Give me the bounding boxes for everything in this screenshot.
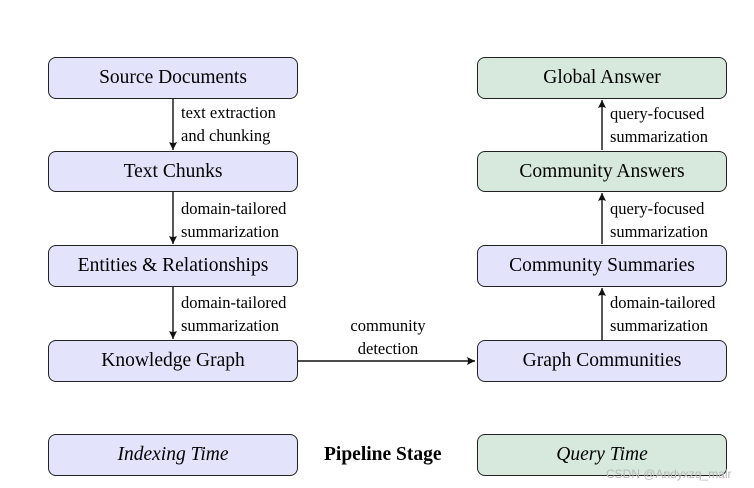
node-knowledge-graph: Knowledge Graph (48, 340, 298, 382)
edge-label-line: community (350, 316, 426, 335)
edge-label-text-extraction: text extraction and chunking (181, 101, 276, 147)
legend-query-time: Query Time (477, 434, 727, 476)
edge-label-line: domain-tailored (610, 293, 716, 312)
node-source-documents: Source Documents (48, 57, 298, 99)
edge-label-line: text extraction (181, 103, 276, 122)
node-community-summaries: Community Summaries (477, 245, 727, 287)
node-graph-communities: Graph Communities (477, 340, 727, 382)
edge-label-domain-tailored-3: domain-tailored summarization (610, 291, 715, 337)
edge-label-line: query-focused (610, 199, 705, 218)
edge-label-line: domain-tailored (181, 199, 287, 218)
node-community-answers: Community Answers (477, 151, 727, 192)
edge-label-line: and chunking (181, 126, 271, 145)
node-global-answer: Global Answer (477, 57, 727, 99)
node-text-chunks: Text Chunks (48, 151, 298, 192)
edge-label-line: detection (357, 339, 419, 358)
edge-label-query-focused-1: query-focused summarization (610, 197, 708, 243)
edge-label-query-focused-2: query-focused summarization (610, 102, 708, 148)
edge-label-line: summarization (610, 316, 709, 335)
legend-pipeline-stage: Pipeline Stage (324, 444, 442, 465)
edge-label-domain-tailored-1: domain-tailored summarization (181, 197, 286, 243)
edge-label-line: summarization (610, 127, 709, 146)
edge-label-line: summarization (181, 222, 280, 241)
legend-indexing-time: Indexing Time (48, 434, 298, 476)
edge-label-domain-tailored-2: domain-tailored summarization (181, 291, 286, 337)
node-entities-relationships: Entities & Relationships (48, 245, 298, 287)
edge-label-community-detection: community detection (338, 314, 438, 360)
edge-label-line: domain-tailored (181, 293, 287, 312)
watermark: CSDN @Andyxzq_mair (606, 467, 732, 481)
edge-label-line: query-focused (610, 104, 705, 123)
edge-label-line: summarization (610, 222, 709, 241)
edge-label-line: summarization (181, 316, 280, 335)
